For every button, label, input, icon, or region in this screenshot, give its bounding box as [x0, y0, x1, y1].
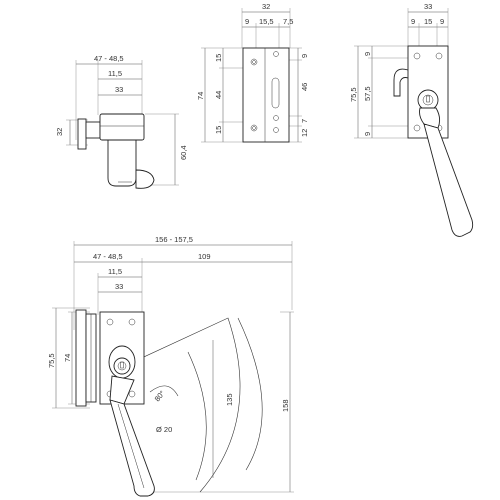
side-handle [107, 139, 137, 187]
dim-front-width: 32 [262, 2, 270, 11]
rear-hook [393, 68, 409, 97]
dim-rear-total-height: 75,5 [349, 87, 358, 102]
assembly-key-slot [120, 361, 124, 369]
dim-front-seg-mid: 15,5 [259, 17, 274, 26]
front-plate [242, 47, 290, 143]
assembly-screw-1 [106, 318, 114, 326]
dim-rear-seg-mid: 15 [424, 17, 432, 26]
dim-assembly-inner-width: 11,5 [108, 267, 122, 276]
dim-front-right-mid: 46 [300, 83, 309, 91]
side-body [99, 113, 145, 141]
angle-arc [149, 385, 179, 397]
side-handle-tip [135, 169, 155, 189]
rear-lock-cylinder [417, 89, 439, 111]
assembly-screw-2 [128, 318, 136, 326]
dim-rear-right-mid: 57,5 [363, 86, 372, 101]
dim-assembly-swing-width: 109 [198, 252, 211, 261]
swing-arc-outer [237, 317, 263, 471]
dim-rear-seg-left: 9 [411, 17, 415, 26]
side-plate-left [77, 118, 87, 150]
rear-plate-view: 33 9 15 9 75,5 9 57,5 9 [349, 2, 474, 237]
rear-screw-hole-3 [413, 124, 421, 132]
dim-front-total-height: 74 [196, 92, 205, 100]
dim-side-height-total: 60,4 [179, 145, 188, 160]
front-screw-hole-right-bottom [273, 127, 279, 133]
assembly-handle [109, 399, 155, 497]
dim-side-width: 47 - 48,5 [94, 54, 124, 63]
dim-side-height-top: 32 [55, 128, 64, 136]
dim-front-seg-left: 9 [245, 17, 249, 26]
assembly-screw-4 [128, 390, 136, 398]
swing-envelope [119, 317, 241, 493]
dim-assembly-total-height: 158 [281, 399, 290, 412]
rear-screw-hole-1 [413, 52, 421, 60]
swing-arc-inner [187, 351, 207, 481]
assembly-lock-cylinder [113, 357, 131, 375]
rear-screw-hole-2 [435, 52, 443, 60]
dim-assembly-height-inner: 74 [63, 354, 72, 362]
front-screw-hole-right-mid [273, 115, 279, 121]
dim-front-left-bottom: 15 [214, 126, 223, 134]
front-screw-hole-bottom [250, 124, 258, 132]
side-view: 47 - 48,5 11,5 33 32 60,4 [55, 54, 188, 189]
dim-front-right-top: 9 [300, 54, 309, 58]
dim-assembly-diameter: Ø 20 [156, 425, 172, 434]
dim-front-right-b2: 12 [300, 129, 309, 137]
dim-assembly-angle: 80° [153, 389, 167, 403]
dim-front-left-mid: 44 [214, 91, 223, 99]
assembly-frame-plate [75, 309, 87, 407]
dim-front-left-top: 15 [214, 54, 223, 62]
dim-front-seg-right: 7,5 [283, 17, 293, 26]
dim-rear-right-bottom: 9 [363, 132, 372, 136]
side-spindle [85, 121, 101, 139]
dim-front-right-b1: 7 [300, 119, 309, 123]
rear-key-slot [426, 95, 430, 103]
dim-assembly-overall-width: 156 - 157,5 [155, 235, 193, 244]
assembly-view: 156 - 157,5 47 - 48,5 109 11,5 33 75,5 7… [47, 235, 294, 497]
dim-side-body: 33 [115, 85, 123, 94]
dim-rear-width: 33 [424, 2, 432, 11]
front-plate-view: 32 9 15,5 7,5 74 15 44 15 9 46 7 12 [196, 2, 309, 143]
front-screw-hole-right-top [273, 51, 279, 57]
dim-assembly-body-width: 33 [115, 282, 123, 291]
dim-rear-seg-right: 9 [440, 17, 444, 26]
dim-assembly-height-outer: 75,5 [47, 353, 56, 368]
dim-assembly-width-range: 47 - 48,5 [93, 252, 123, 261]
dim-side-inner: 11,5 [108, 69, 122, 78]
front-slot [271, 77, 280, 109]
rear-handle [423, 123, 474, 237]
dim-rear-right-top: 9 [363, 52, 372, 56]
dim-assembly-radius: 135 [225, 393, 234, 406]
front-screw-hole-top [250, 58, 258, 66]
